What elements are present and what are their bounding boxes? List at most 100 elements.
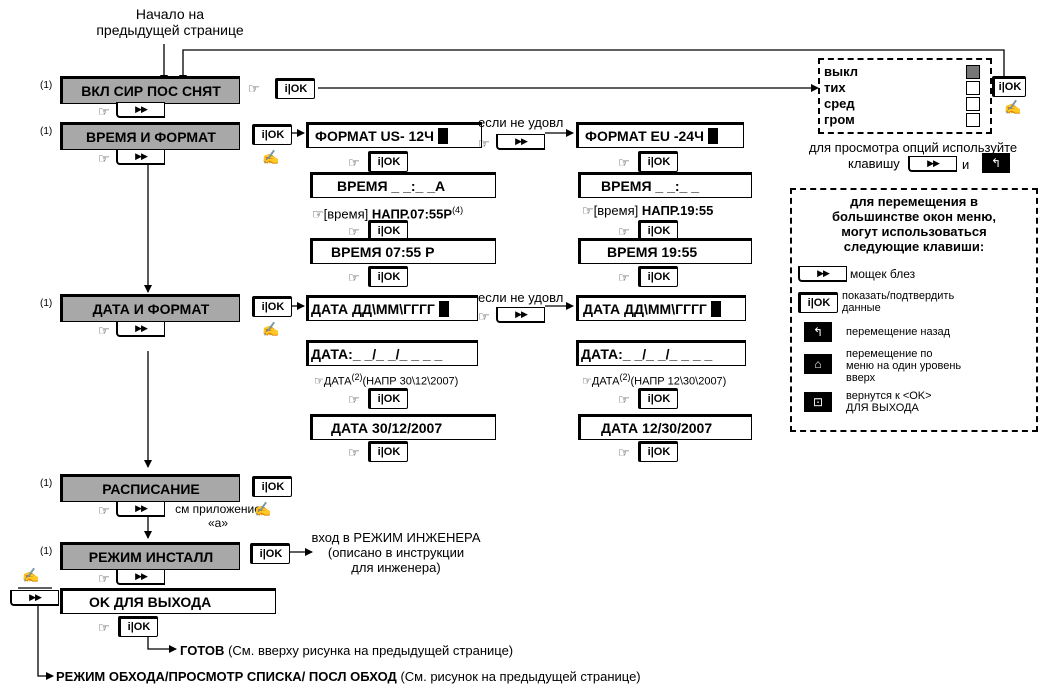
siren-option-quiet[interactable]: тих bbox=[824, 80, 846, 95]
screen-date-format-eu-text: ДАТА ДД\ММ\ГГГГ bbox=[583, 301, 707, 317]
pointer-icon: ☞ bbox=[478, 136, 490, 151]
pointer-icon: ☞ bbox=[248, 81, 260, 96]
ok-key-eu-date[interactable]: i|OK bbox=[638, 388, 678, 409]
ok-key-install[interactable]: i|OK bbox=[250, 543, 290, 564]
ready-note-normal: (См. вверху рисунка на предыдущей страни… bbox=[228, 643, 514, 658]
legend-title: для перемещения в большинстве окон меню,… bbox=[796, 194, 1032, 254]
screen-eu-date-result: ДАТА 12/30/2007 bbox=[578, 414, 752, 440]
next-key-legend: ▶▶ bbox=[798, 266, 847, 282]
start-note: Начало на предыдущей странице bbox=[60, 6, 280, 38]
back-icon: ↰ bbox=[804, 322, 832, 342]
ok-key-date[interactable]: i|OK bbox=[252, 296, 292, 317]
hand-icon: ✍ bbox=[1004, 99, 1022, 115]
schedule-note: см приложение «а» bbox=[170, 502, 266, 530]
menu-item-date[interactable]: ДАТА И ФОРМАТ bbox=[60, 294, 240, 322]
eu-date-note: ☞ДАТА(2)(НАПР 12\30\2007) bbox=[582, 370, 726, 390]
next-key-exit[interactable]: ▶▶ bbox=[10, 590, 59, 606]
menu-item-siren[interactable]: ВКЛ СИР ПОС СНЯТ bbox=[60, 76, 240, 104]
siren-option-medium[interactable]: сред bbox=[824, 96, 855, 111]
step-number-time: (1) bbox=[40, 126, 53, 137]
ok-key-eu-date-result[interactable]: i|OK bbox=[638, 441, 678, 462]
menu-item-install[interactable]: РЕЖИМ ИНСТАЛЛ bbox=[60, 542, 240, 570]
ok-key-us-date[interactable]: i|OK bbox=[368, 388, 408, 409]
pointer-icon: ☞ bbox=[618, 155, 630, 170]
menu-item-exit[interactable]: OK ДЛЯ ВЫХОДА bbox=[60, 588, 276, 614]
legend-next-text: мощек блез bbox=[850, 267, 916, 281]
us-date-note: ☞ДАТА(2)(НАПР 30\12\2007) bbox=[314, 370, 458, 390]
ok-key-options[interactable]: i|OK bbox=[992, 76, 1026, 97]
pointer-icon: ☞ bbox=[98, 323, 110, 338]
ok-key-schedule[interactable]: i|OK bbox=[252, 476, 292, 497]
eu-time-note-a: [время] bbox=[593, 203, 639, 218]
screen-us-date-entry: ДАТА:_ _/_ _/_ _ _ _ bbox=[306, 340, 478, 366]
ready-note-bold: ГОТОВ bbox=[180, 643, 225, 658]
legend-title-line-3: могут использоваться bbox=[841, 224, 987, 239]
screen-eu-time-result: ВРЕМЯ 19:55 bbox=[578, 238, 752, 264]
pointer-icon: ☞ bbox=[312, 206, 324, 222]
legend-up-text-line-1: перемещение по bbox=[846, 348, 933, 360]
screen-date-format-eu: ДАТА ДД\ММ\ГГГГ bbox=[576, 295, 746, 321]
menu-item-schedule[interactable]: РАСПИСАНИЕ bbox=[60, 474, 240, 502]
legend-ok-text: показать/подтвердить данные bbox=[842, 290, 954, 314]
pointer-icon: ☞ bbox=[98, 104, 110, 119]
step-number-schedule: (1) bbox=[40, 478, 53, 489]
cursor-block bbox=[707, 128, 718, 144]
option-indicator bbox=[966, 97, 980, 111]
ok-key-us-format[interactable]: i|OK bbox=[368, 151, 408, 172]
lock-icon: ⊡ bbox=[804, 392, 832, 412]
start-note-line-1: Начало на bbox=[135, 6, 205, 22]
cursor-block bbox=[437, 128, 448, 144]
eu-time-note: ☞[время] НАПР.19:55 bbox=[582, 203, 713, 218]
ok-key-siren[interactable]: i|OK bbox=[275, 78, 315, 99]
menu-item-time[interactable]: ВРЕМЯ И ФОРМАТ bbox=[60, 122, 240, 150]
screen-eu-date-entry: ДАТА:_ _/_ _/_ _ _ _ bbox=[576, 340, 746, 366]
siren-option-loud[interactable]: гром bbox=[824, 112, 855, 127]
next-key-hint: ▶▶ bbox=[908, 156, 957, 172]
pointer-icon: ☞ bbox=[582, 375, 592, 388]
next-key-time[interactable]: ▶▶ bbox=[116, 149, 165, 165]
legend-ok-text-line-2: данные bbox=[842, 302, 881, 314]
screen-date-format-us: ДАТА ДД\ММ\ГГГГ bbox=[306, 295, 478, 321]
next-key-date-branch[interactable]: ▶▶ bbox=[496, 307, 545, 323]
ok-key-us-result[interactable]: i|OK bbox=[368, 266, 408, 287]
option-indicator-selected bbox=[966, 65, 980, 79]
legend-up-text-line-2: меню на один уровень bbox=[846, 360, 962, 372]
step-number-date: (1) bbox=[40, 298, 53, 309]
hand-icon: ✍ bbox=[22, 567, 40, 583]
bypass-note-bold: РЕЖИМ ОБХОДА/ПРОСМОТР СПИСКА/ ПОСЛ ОБХОД bbox=[56, 669, 397, 684]
pointer-icon: ☞ bbox=[348, 224, 360, 239]
if-not-time: если не удовл bbox=[478, 115, 564, 130]
ok-key-eu-result[interactable]: i|OK bbox=[638, 266, 678, 287]
start-note-line-2: предыдущей странице bbox=[96, 22, 244, 38]
us-time-note-a: [время] bbox=[323, 206, 369, 222]
pointer-icon: ☞ bbox=[478, 309, 490, 324]
ok-key-us-date-result[interactable]: i|OK bbox=[368, 441, 408, 462]
option-indicator bbox=[966, 81, 980, 95]
next-key-siren[interactable]: ▶▶ bbox=[116, 102, 165, 118]
legend-back-text: перемещение назад bbox=[846, 326, 951, 338]
next-key-install[interactable]: ▶▶ bbox=[116, 569, 165, 585]
ok-key-time[interactable]: i|OK bbox=[252, 124, 292, 145]
pointer-icon: ☞ bbox=[618, 224, 630, 239]
pointer-icon: ☞ bbox=[618, 445, 630, 460]
options-hint-key-label: клавишу bbox=[848, 156, 900, 171]
ok-key-exit[interactable]: i|OK bbox=[118, 616, 158, 637]
ok-key-eu-format[interactable]: i|OK bbox=[638, 151, 678, 172]
eu-date-note-sup: (2) bbox=[619, 372, 631, 382]
if-not-date: если не удовл bbox=[478, 290, 564, 305]
next-key-time-branch[interactable]: ▶▶ bbox=[496, 134, 545, 150]
pointer-icon: ☞ bbox=[348, 270, 360, 285]
next-key-date[interactable]: ▶▶ bbox=[116, 321, 165, 337]
screen-us-time-result: ВРЕМЯ 07:55 P bbox=[310, 238, 496, 264]
screen-us-time-entry: ВРЕМЯ _ _:_ _A bbox=[310, 172, 496, 198]
screen-date-format-us-text: ДАТА ДД\ММ\ГГГГ bbox=[311, 301, 435, 317]
ok-key-us-time[interactable]: i|OK bbox=[368, 220, 408, 241]
legend-up-text-line-3: вверх bbox=[846, 372, 876, 384]
bypass-note-normal: (См. рисунок на предыдущей странице) bbox=[400, 669, 641, 684]
next-key-schedule[interactable]: ▶▶ bbox=[116, 501, 165, 517]
siren-option-off[interactable]: выкл bbox=[824, 64, 859, 79]
pointer-icon: ☞ bbox=[98, 620, 110, 635]
install-note-line-1: вход в РЕЖИМ ИНЖЕНЕРА bbox=[311, 530, 481, 545]
screen-eu-time-entry: ВРЕМЯ _ _:_ _ bbox=[578, 172, 752, 198]
